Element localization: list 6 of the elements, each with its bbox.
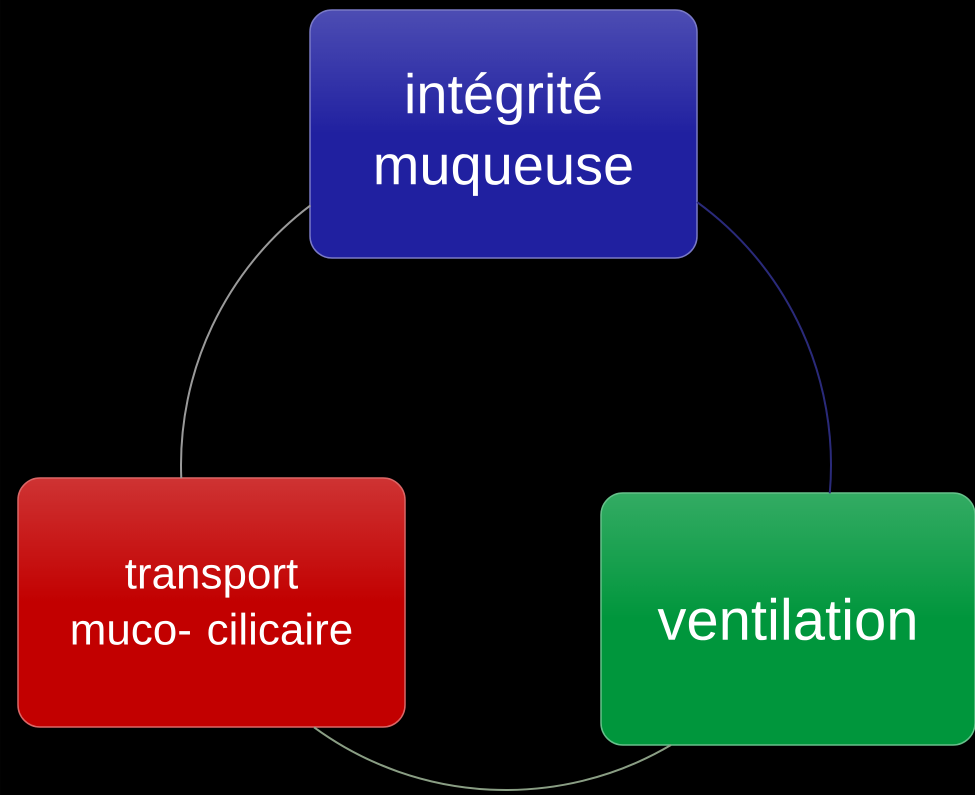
connector-arc (696, 201, 832, 494)
connector-arc (180, 204, 312, 478)
process-box: transport muco- cilicaire (17, 477, 406, 728)
process-box: ventilation (600, 492, 975, 746)
connector-arc (314, 726, 672, 791)
process-box: intégrité muqueuse (309, 9, 698, 259)
